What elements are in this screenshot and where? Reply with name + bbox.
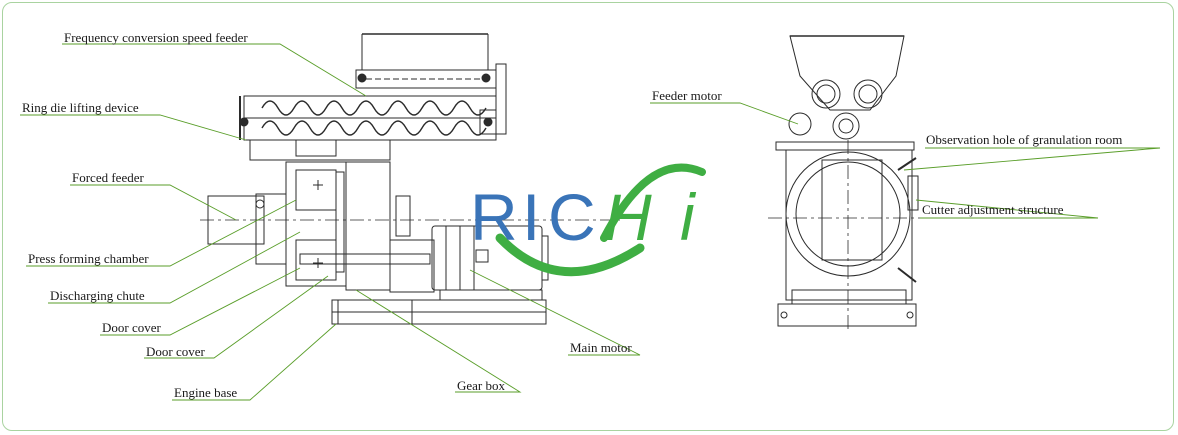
logo-letter-r: R: [470, 180, 518, 254]
label-door-cover-1: Door cover: [102, 320, 161, 335]
side-view: [200, 33, 620, 325]
richi-logo: R I C H i: [470, 163, 706, 277]
logo-swoosh-lower: [495, 233, 645, 277]
label-forced-feeder: Forced feeder: [72, 170, 144, 185]
logo-letter-h: H: [604, 180, 652, 254]
label-door-cover-2: Door cover: [146, 344, 205, 359]
label-feeder-motor: Feeder motor: [652, 88, 722, 103]
leader-lines: [20, 43, 1161, 401]
label-gear-box: Gear box: [457, 378, 506, 393]
label-engine-base: Engine base: [174, 385, 238, 400]
label-press-forming-chamber: Press forming chamber: [28, 251, 149, 266]
logo-letter-i2: i: [680, 180, 697, 254]
label-main-motor: Main motor: [570, 340, 632, 355]
label-discharging-chute: Discharging chute: [50, 288, 145, 303]
label-frequency-conversion-speed-feeder: Frequency conversion speed feeder: [64, 30, 248, 45]
label-cutter-adjustment-structure: Cutter adjustment structure: [922, 202, 1064, 217]
logo-letter-i: I: [522, 180, 540, 254]
label-observation-hole: Observation hole of granulation room: [926, 132, 1123, 147]
logo-letter-c: C: [548, 180, 596, 254]
front-view: [768, 35, 930, 330]
logo-swoosh-upper: [600, 163, 706, 242]
label-ring-die-lifting-device: Ring die lifting device: [22, 100, 139, 115]
